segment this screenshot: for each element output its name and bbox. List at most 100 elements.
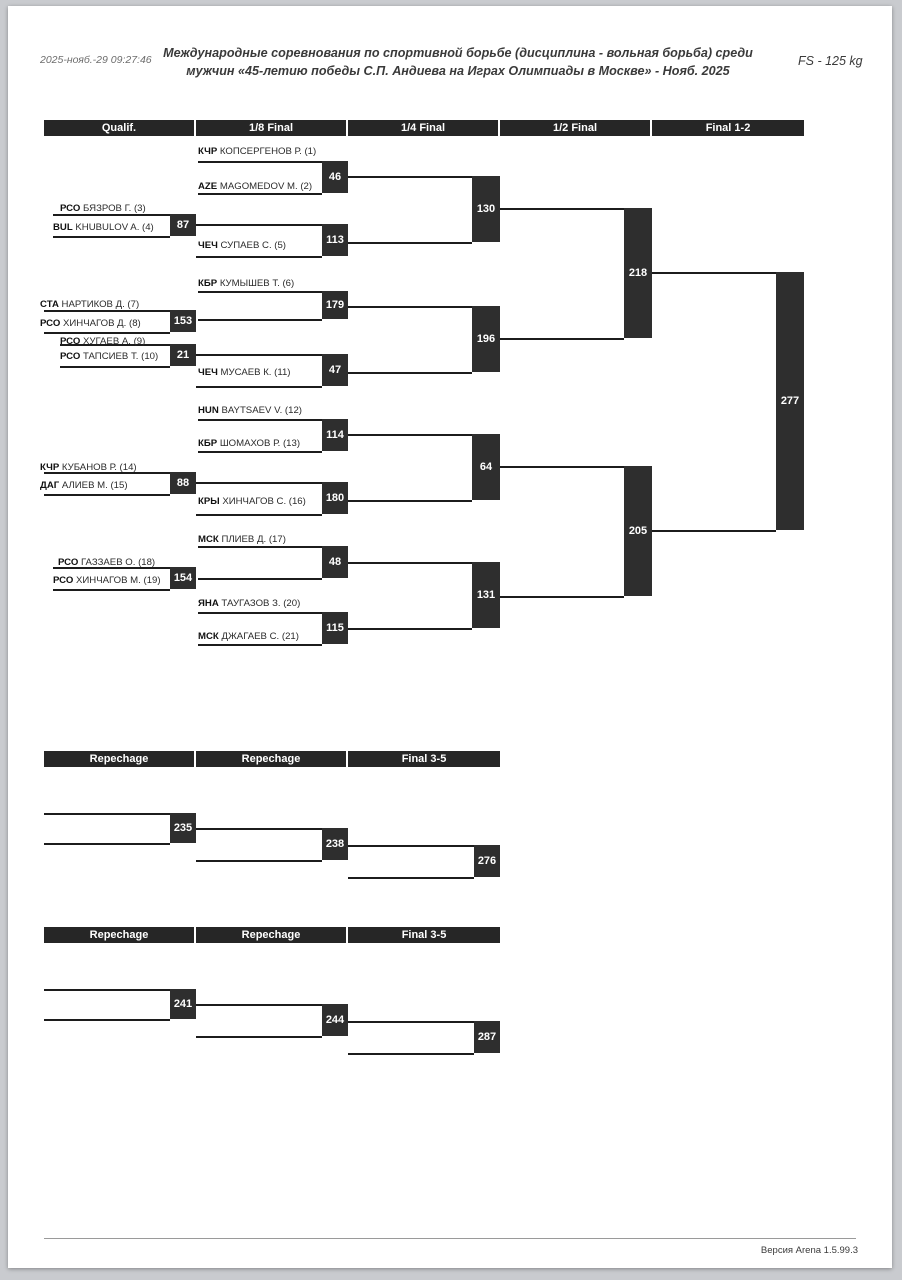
wrestler-name[interactable]: HUN BAYTSAEV V. (12) <box>198 405 302 416</box>
wrestler-name[interactable]: РСО ГАЗЗАЕВ О. (18) <box>58 557 156 568</box>
qualif-bout-box[interactable]: 88 <box>170 472 196 494</box>
wrestler-name[interactable]: КЧР КОПСЕРГЕНОВ Р. (1) <box>198 146 317 157</box>
eighth-bout-box[interactable]: 48 <box>322 546 348 578</box>
qualif-bout-box[interactable]: 153 <box>170 310 196 332</box>
repechage2-top-line <box>196 828 322 830</box>
wrestler-name[interactable]: МСК ПЛИЕВ Д. (17) <box>198 534 286 545</box>
repechage-round-header-0-1: Repechage <box>196 751 348 767</box>
eighth-bottom-line <box>196 386 322 388</box>
wrestler-name[interactable]: РСО ХИНЧАГОВ М. (19) <box>53 575 161 586</box>
eighth-top-line <box>198 612 322 614</box>
final-bout-box[interactable]: 277 <box>776 272 804 530</box>
eighth-top-line <box>196 224 322 226</box>
repechage-round-header-1-2: Final 3-5 <box>348 927 500 943</box>
repechage-round-header-0-0: Repechage <box>44 751 196 767</box>
wrestler-name[interactable]: КБР КУМЫШЕВ Т. (6) <box>198 278 295 289</box>
repechage-bout-box[interactable]: 244 <box>322 1004 348 1036</box>
wrestler-name[interactable]: МСК ДЖАГАЕВ С. (21) <box>198 631 299 642</box>
quarter-bout-box[interactable]: 131 <box>472 562 500 628</box>
wrestler-name[interactable]: РСО БЯЗРОВ Г. (3) <box>60 203 146 214</box>
semi-top-line <box>500 466 624 468</box>
document-page: 2025-нояб.-29 09:27:46 Международные сор… <box>8 6 892 1268</box>
repechage-bout-box[interactable]: 241 <box>170 989 196 1019</box>
quarter-bottom-line <box>348 242 472 244</box>
weight-class-label: FS - 125 kg <box>798 54 863 68</box>
qualif-bottom-line <box>53 589 170 591</box>
eighth-bout-box[interactable]: 47 <box>322 354 348 386</box>
quarter-bout-box[interactable]: 196 <box>472 306 500 372</box>
repechage-bottom-line <box>44 843 170 845</box>
quarter-bout-box[interactable]: 130 <box>472 176 500 242</box>
qualif-bout-box[interactable]: 21 <box>170 344 196 366</box>
qualif-bout-box[interactable]: 154 <box>170 567 196 589</box>
repechage-top-line <box>44 813 170 815</box>
qualif-bout-box[interactable]: 87 <box>170 214 196 236</box>
semi-top-line <box>500 208 624 210</box>
final35-bottom-line <box>348 1053 474 1055</box>
wrestler-name[interactable]: ЧЕЧ СУПАЕВ С. (5) <box>198 240 287 251</box>
final-bottom-line <box>652 530 776 532</box>
wrestler-name[interactable]: AZE MAGOMEDOV M. (2) <box>198 181 313 192</box>
quarter-bout-box[interactable]: 64 <box>472 434 500 500</box>
eighth-top-line <box>196 354 322 356</box>
round-header-1: 1/8 Final <box>196 120 348 136</box>
wrestler-name[interactable]: РСО ХУГАЕВ А. (9) <box>60 336 146 347</box>
eighth-bottom-line <box>198 193 322 195</box>
wrestler-name[interactable]: РСО ХИНЧАГОВ Д. (8) <box>40 318 141 329</box>
eighth-bout-box[interactable]: 115 <box>322 612 348 644</box>
repechage-round-header-1-0: Repechage <box>44 927 196 943</box>
repechage-bottom-line <box>44 1019 170 1021</box>
semi-bottom-line <box>500 596 624 598</box>
quarter-top-line <box>348 306 472 308</box>
final35-bottom-line <box>348 877 474 879</box>
eighth-bout-box[interactable]: 180 <box>322 482 348 514</box>
wrestler-name[interactable]: ДАГ АЛИЕВ М. (15) <box>40 480 128 491</box>
quarter-bottom-line <box>348 628 472 630</box>
quarter-bottom-line <box>348 500 472 502</box>
eighth-bout-box[interactable]: 114 <box>322 419 348 451</box>
wrestler-name[interactable]: ЯНА ТАУГАЗОВ З. (20) <box>198 598 301 609</box>
eighth-top-line <box>198 291 322 293</box>
qualif-top-line <box>53 214 170 216</box>
repechage-round-header-0-2: Final 3-5 <box>348 751 500 767</box>
eighth-top-line <box>198 419 322 421</box>
semi-bout-box[interactable]: 205 <box>624 466 652 596</box>
eighth-bout-box[interactable]: 113 <box>322 224 348 256</box>
wrestler-name[interactable]: СТА НАРТИКОВ Д. (7) <box>40 299 140 310</box>
wrestler-name[interactable]: КРЫ ХИНЧАГОВ С. (16) <box>198 496 306 507</box>
qualif-top-line <box>44 310 170 312</box>
final-3-5-bout-box[interactable]: 276 <box>474 845 500 877</box>
final35-top-line <box>348 845 474 847</box>
eighth-bottom-line <box>198 319 322 321</box>
wrestler-name[interactable]: КЧР КУБАНОВ Р. (14) <box>40 462 137 473</box>
round-header-0: Qualif. <box>44 120 196 136</box>
app-version-label: Версия Arena 1.5.99.3 <box>760 1245 858 1256</box>
repechage-top-line <box>44 989 170 991</box>
repechage-round-header-1-1: Repechage <box>196 927 348 943</box>
semi-bout-box[interactable]: 218 <box>624 208 652 338</box>
eighth-bottom-line <box>198 451 322 453</box>
eighth-bottom-line <box>196 514 322 516</box>
eighth-bout-box[interactable]: 46 <box>322 161 348 193</box>
eighth-top-line <box>198 546 322 548</box>
repechage-bout-box[interactable]: 235 <box>170 813 196 843</box>
round-header-3: 1/2 Final <box>500 120 652 136</box>
qualif-top-line <box>60 344 170 346</box>
wrestler-name[interactable]: ЧЕЧ МУСАЕВ К. (11) <box>198 367 291 378</box>
eighth-bout-box[interactable]: 179 <box>322 291 348 319</box>
qualif-bottom-line <box>44 332 170 334</box>
wrestler-name[interactable]: BUL KHUBULOV A. (4) <box>53 222 154 233</box>
final-3-5-bout-box[interactable]: 287 <box>474 1021 500 1053</box>
eighth-top-line <box>198 161 322 163</box>
qualif-bottom-line <box>44 494 170 496</box>
wrestler-name[interactable]: КБР ШОМАХОВ Р. (13) <box>198 438 301 449</box>
wrestler-name[interactable]: РСО ТАПСИЕВ Т. (10) <box>60 351 159 362</box>
qualif-bottom-line <box>60 366 170 368</box>
eighth-top-line <box>196 482 322 484</box>
repechage-bout-box[interactable]: 238 <box>322 828 348 860</box>
quarter-bottom-line <box>348 372 472 374</box>
final-top-line <box>652 272 776 274</box>
